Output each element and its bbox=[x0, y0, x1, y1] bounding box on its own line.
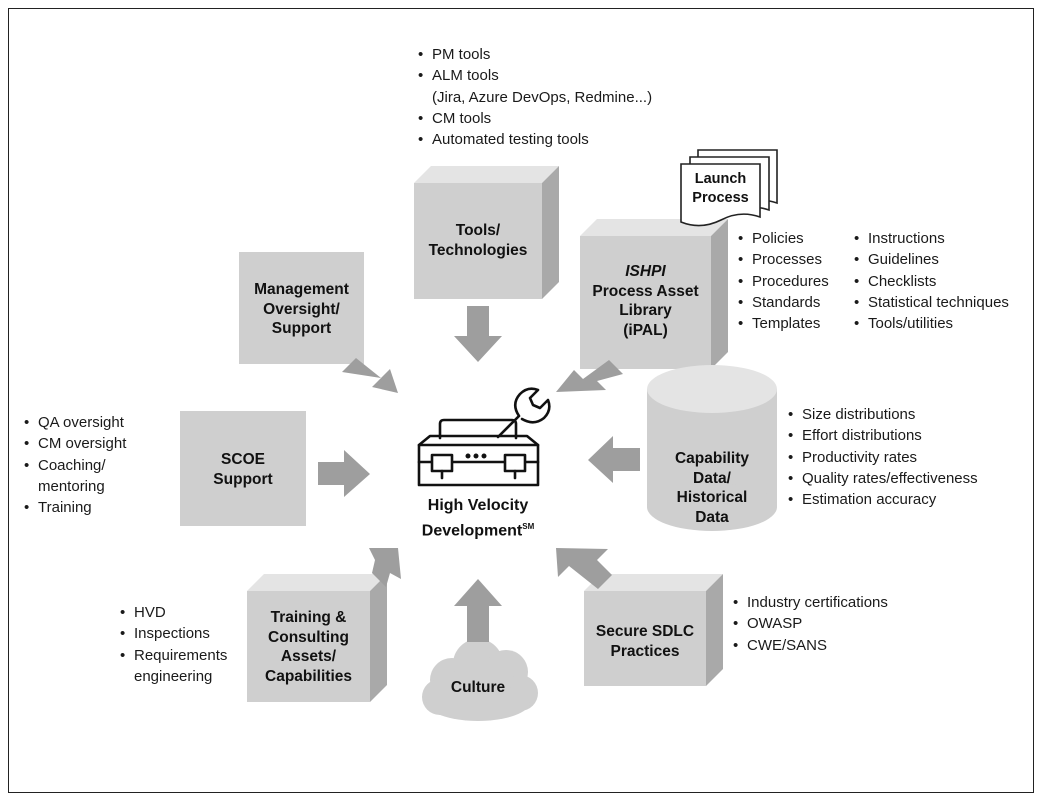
culture-label: Culture bbox=[450, 679, 506, 696]
capability-label: Capability Data/ Historical Data bbox=[674, 450, 750, 526]
list-item: CWE/SANS bbox=[733, 635, 888, 657]
list-item: CM tools bbox=[418, 108, 652, 130]
list-item: Inspections bbox=[120, 623, 227, 645]
list-item: Guidelines bbox=[854, 249, 1009, 271]
list-item: Productivity rates bbox=[788, 447, 978, 469]
scoe-list: QA oversight CM oversight Coaching/ ment… bbox=[24, 412, 126, 519]
scoe-box bbox=[180, 411, 306, 526]
launch-process-docs bbox=[680, 149, 778, 227]
capability-list: Size distributions Effort distributions … bbox=[788, 404, 978, 511]
list-item: Policies bbox=[738, 228, 829, 250]
ipal-box bbox=[580, 219, 728, 369]
arrow-secure bbox=[556, 548, 612, 589]
culture-cloud bbox=[422, 639, 538, 721]
arrow-tools bbox=[454, 306, 502, 362]
list-item: Effort distributions bbox=[788, 425, 978, 447]
arrow-ipal bbox=[556, 360, 623, 392]
list-item: CM oversight bbox=[24, 433, 126, 455]
arrow-management bbox=[342, 358, 398, 393]
management-box bbox=[239, 252, 364, 364]
secure-list: Industry certifications OWASP CWE/SANS bbox=[733, 592, 888, 656]
training-list: HVD Inspections Requirements engineering bbox=[120, 602, 227, 687]
management-label: Management Oversight/ Support bbox=[254, 281, 349, 337]
ipal-label: ISHPI Process Asset Library (iPAL) bbox=[580, 262, 711, 340]
list-item: (Jira, Azure DevOps, Redmine...) bbox=[432, 88, 653, 106]
list-item: engineering bbox=[134, 667, 213, 685]
arrow-scoe bbox=[318, 450, 370, 497]
list-item: Checklists bbox=[854, 271, 1009, 293]
ipal-list-col2: Instructions Guidelines Checklists Stati… bbox=[854, 228, 1009, 335]
secure-box bbox=[584, 574, 723, 686]
tools-list: PM tools ALM tools (Jira, Azure DevOps, … bbox=[418, 44, 653, 151]
list-item: Industry certifications bbox=[733, 592, 888, 614]
list-item: Estimation accuracy bbox=[788, 489, 978, 511]
center-label: High Velocity DevelopmentSM bbox=[421, 497, 535, 540]
list-item: Quality rates/effectiveness bbox=[788, 468, 978, 490]
list-item: Tools/utilities bbox=[854, 313, 1009, 335]
ipal-brand: ISHPI bbox=[625, 263, 666, 280]
arrow-training bbox=[369, 548, 401, 587]
toolbox-icon bbox=[417, 387, 551, 487]
list-item: Coaching/ bbox=[24, 455, 126, 477]
capability-cylinder bbox=[647, 365, 777, 531]
arrow-culture bbox=[454, 579, 502, 642]
training-box bbox=[247, 574, 387, 702]
list-item: Instructions bbox=[854, 228, 1009, 250]
secure-label: Secure SDLC Practices bbox=[595, 623, 695, 660]
list-item: Templates bbox=[738, 313, 829, 335]
list-item: Processes bbox=[738, 249, 829, 271]
ipal-list-col1: Policies Processes Procedures Standards … bbox=[738, 228, 829, 335]
list-item: OWASP bbox=[733, 613, 888, 635]
arrows bbox=[318, 306, 640, 642]
list-item: PM tools bbox=[418, 44, 652, 66]
list-item: Procedures bbox=[738, 271, 829, 293]
tools-box bbox=[414, 166, 559, 299]
scoe-label: SCOE Support bbox=[213, 451, 273, 488]
list-item: Automated testing tools bbox=[418, 129, 652, 151]
list-item: Size distributions bbox=[788, 404, 978, 426]
training-label: Training & Consulting Assets/ Capabiliti… bbox=[265, 609, 352, 685]
list-item: QA oversight bbox=[24, 412, 126, 434]
list-item: HVD bbox=[120, 602, 227, 624]
list-item: Requirements bbox=[120, 645, 227, 667]
list-item: ALM tools bbox=[418, 65, 652, 87]
list-item: Training bbox=[24, 497, 126, 519]
list-item: Statistical techniques bbox=[854, 292, 1009, 314]
tools-label: Tools/ Technologies bbox=[428, 222, 528, 259]
launch-label: Launch Process bbox=[692, 171, 749, 206]
list-item: mentoring bbox=[38, 477, 105, 495]
list-item: Standards bbox=[738, 292, 829, 314]
arrow-capability bbox=[588, 436, 640, 483]
